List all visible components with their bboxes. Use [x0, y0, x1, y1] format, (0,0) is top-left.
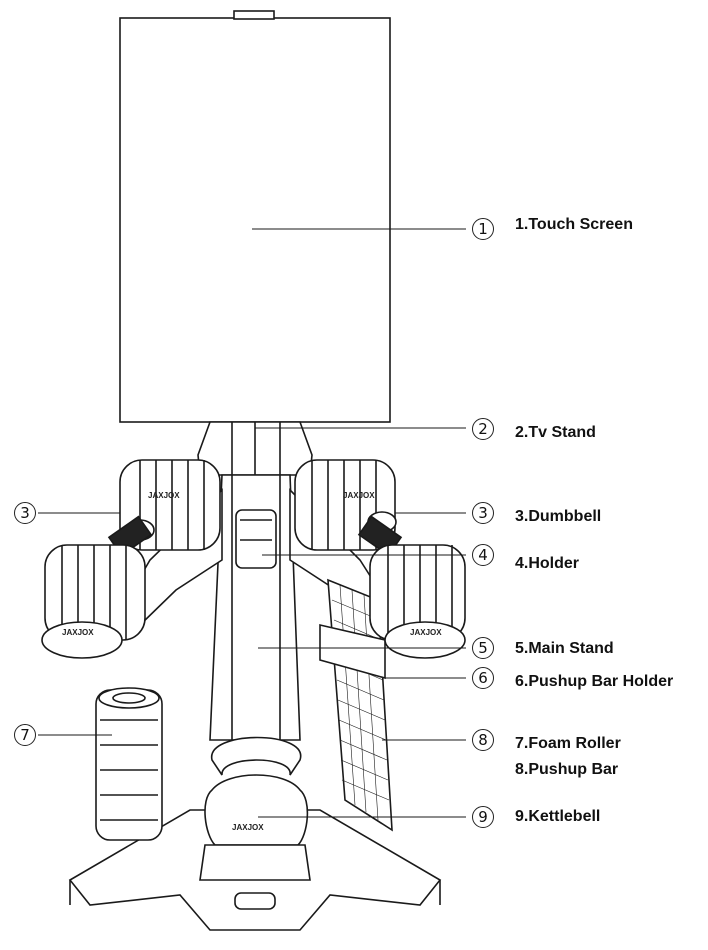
- screen-top-tab: [233, 10, 275, 20]
- label-main-stand: 5.Main Stand: [515, 640, 614, 657]
- label-touch-screen: 1.Touch Screen: [515, 216, 633, 233]
- brand-mark-kettlebell: JAXJOX: [232, 823, 264, 832]
- label-pushup-bar: 8.Pushup Bar: [515, 761, 619, 778]
- label-kettlebell: 9.Kettlebell: [515, 808, 601, 825]
- callout-number-1: 1: [472, 218, 494, 240]
- callout-number-2: 2: [472, 418, 494, 440]
- brand-mark-right-lower: JAXJOX: [410, 628, 442, 637]
- callout-number-5: 5: [472, 637, 494, 659]
- brand-mark-left-lower: JAXJOX: [62, 628, 94, 637]
- label-dumbbell: 3.Dumbbell: [515, 508, 602, 525]
- kettlebell-body: [204, 774, 309, 846]
- brand-mark-right: JAXJOX: [343, 491, 375, 500]
- callout-number-3-left: 3: [14, 502, 36, 524]
- label-foam-roller: 7.Foam Roller: [515, 735, 621, 752]
- touch-screen: [119, 17, 391, 423]
- label-tv-stand: 2.Tv Stand: [515, 424, 596, 441]
- callout-number-7: 7: [14, 724, 36, 746]
- left-dumbbell: [41, 459, 221, 659]
- leader-lines: [38, 228, 466, 818]
- callout-number-9: 9: [472, 806, 494, 828]
- kettlebell-handle: [211, 736, 302, 776]
- label-holder: 4.Holder: [515, 555, 580, 572]
- brand-mark-left: JAXJOX: [148, 491, 180, 500]
- callout-number-6: 6: [472, 667, 494, 689]
- label-pushup-bar-holder: 6.Pushup Bar Holder: [515, 673, 674, 690]
- base-button: [234, 892, 276, 910]
- callout-number-8: 8: [472, 729, 494, 751]
- callout-number-4: 4: [472, 544, 494, 566]
- right-dumbbell: [294, 459, 466, 659]
- kettlebell-base: [199, 844, 311, 881]
- holder-block: [235, 509, 277, 569]
- foam-roller: [95, 689, 163, 841]
- callout-number-3-right: 3: [472, 502, 494, 524]
